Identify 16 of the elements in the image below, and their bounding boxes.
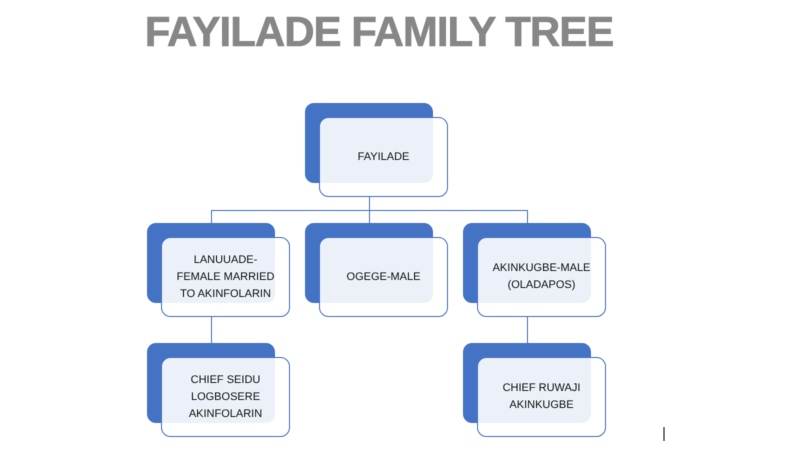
member-name: CHIEF RUWAJI AKINKUGBE [502,381,582,413]
person-card [305,223,448,317]
person-card [463,343,606,437]
member-name: FAYILADE [358,150,410,164]
person-card [147,223,290,317]
connector-line [211,316,212,344]
connector-line [527,316,528,344]
member-name: LANUUADE-FEMALE MARRIED TO AKINFOLARIN [176,252,276,302]
person-card [147,343,290,437]
connector-line [369,196,528,224]
member-name: OGEGE-MALE [346,270,420,284]
person-card [463,223,606,317]
member-name: CHIEF SEIDU LOGBOSERE AKINFOLARIN [188,372,264,422]
person-card [305,103,448,197]
diagram-title: FAYILADE FAMILY TREE [144,11,614,53]
member-name: AKINKUGBE-MALE (OLADAPOS) [492,261,592,293]
